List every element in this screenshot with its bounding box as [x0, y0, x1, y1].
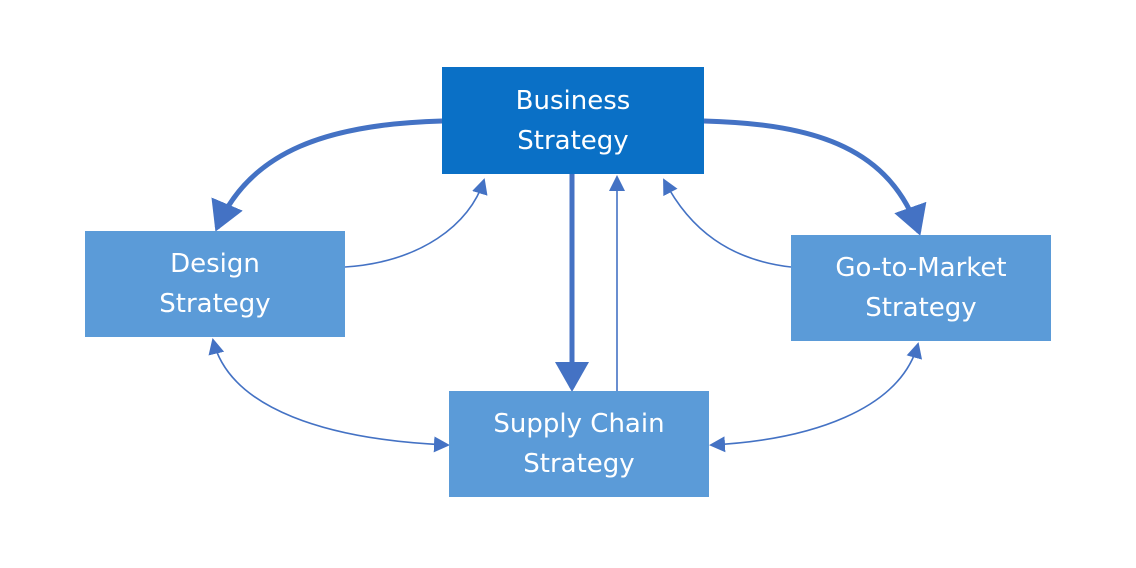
design-strategy-box: Design Strategy	[85, 231, 345, 337]
arrow-design-to-business	[344, 178, 488, 268]
arrow-business-to-gtm	[703, 118, 927, 236]
go-to-market-strategy-label: Go-to-Market Strategy	[835, 253, 1007, 323]
arrow-design-supply-bidirectional	[208, 338, 450, 453]
business-strategy-label: Business Strategy	[515, 85, 631, 156]
design-strategy-label: Design Strategy	[159, 249, 271, 319]
arrow-gtm-supply-bidirectional	[709, 342, 923, 453]
supply-chain-strategy-label: Supply Chain Strategy	[493, 409, 665, 479]
arrow-gtm-to-business	[663, 178, 792, 268]
business-strategy-box: Business Strategy	[442, 67, 704, 174]
arrow-business-to-design	[211, 118, 443, 232]
supply-chain-strategy-box: Supply Chain Strategy	[449, 391, 709, 497]
go-to-market-strategy-box: Go-to-Market Strategy	[791, 235, 1051, 341]
